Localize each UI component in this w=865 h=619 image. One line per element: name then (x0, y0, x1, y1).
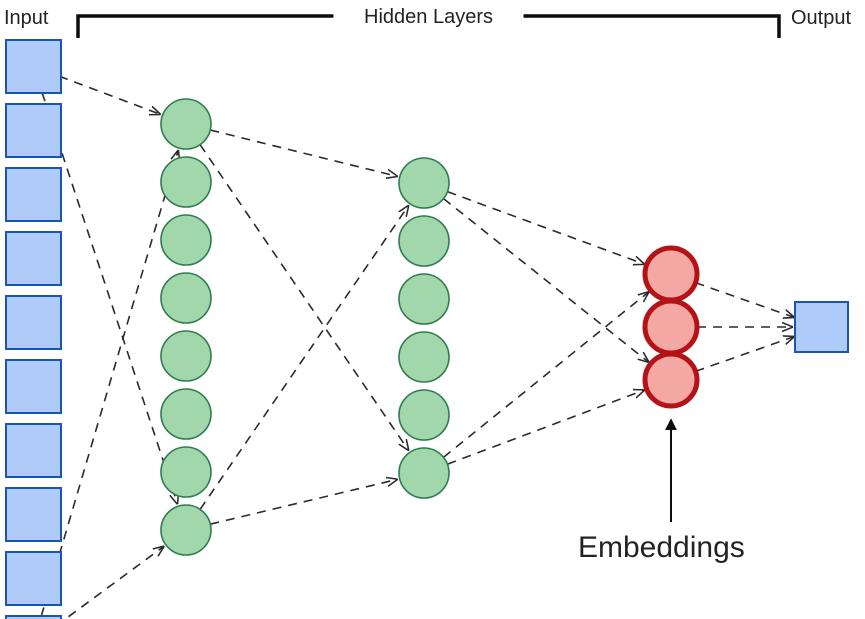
output-layer-node[interactable] (794, 301, 849, 353)
connection-edge (447, 390, 643, 465)
input-label: Input (4, 7, 49, 29)
hidden-layer-1-node[interactable] (160, 156, 212, 208)
connection-edge (443, 197, 649, 362)
hidden-layer-1-node[interactable] (160, 388, 212, 440)
hidden-layer-2 (398, 157, 450, 499)
connection-edge (695, 281, 794, 318)
hidden-layer-1-node[interactable] (160, 504, 212, 556)
embedding-layer-node[interactable] (642, 351, 700, 409)
hidden-layer-2-node[interactable] (398, 215, 450, 267)
input-layer-node[interactable] (5, 39, 62, 94)
input-layer-node[interactable] (5, 551, 62, 606)
input-layer-node[interactable] (5, 231, 62, 286)
hidden-layers-label: Hidden Layers (364, 6, 493, 28)
output-layer (794, 301, 849, 353)
hidden-layer-1-node[interactable] (160, 98, 212, 150)
input-layer-node[interactable] (5, 423, 62, 478)
connection-edge (442, 292, 648, 458)
connection-edge (210, 480, 396, 525)
hidden-layer-1-node[interactable] (160, 272, 212, 324)
embedding-layer-node[interactable] (642, 298, 700, 356)
input-layer-node[interactable] (5, 167, 62, 222)
embedding-layer (642, 245, 700, 409)
input-layer-node[interactable] (5, 615, 62, 619)
hidden-layer-2-node[interactable] (398, 331, 450, 383)
connection-edge (199, 206, 408, 510)
input-layer (5, 39, 62, 619)
connection-edges (40, 75, 794, 619)
hidden-layer-1-node[interactable] (160, 446, 212, 498)
hidden-layer-1-node[interactable] (160, 214, 212, 266)
connection-edge (40, 151, 178, 617)
embeddings-annotation: Embeddings (578, 418, 745, 564)
hidden-layer-1 (160, 98, 212, 556)
hidden-layer-2-node[interactable] (398, 273, 450, 325)
hidden-layer-1-node[interactable] (160, 330, 212, 382)
output-label: Output (791, 7, 851, 29)
connection-edge (447, 190, 643, 264)
connection-edge (58, 75, 160, 114)
connection-edge (210, 129, 397, 176)
hidden-layers-bracket (76, 14, 781, 38)
embeddings-label: Embeddings (578, 531, 745, 564)
connection-edge (41, 92, 177, 504)
hidden-layer-2-node[interactable] (398, 389, 450, 441)
input-layer-node[interactable] (5, 295, 62, 350)
connection-edge (695, 337, 794, 373)
hidden-layer-2-node[interactable] (398, 447, 450, 499)
connection-edge (199, 144, 408, 450)
input-layer-node[interactable] (5, 359, 62, 414)
connection-edge (64, 547, 164, 619)
layer-nodes (5, 39, 849, 619)
input-layer-node[interactable] (5, 103, 62, 158)
input-layer-node[interactable] (5, 487, 62, 542)
embedding-layer-node[interactable] (642, 245, 700, 303)
hidden-layer-2-node[interactable] (398, 157, 450, 209)
